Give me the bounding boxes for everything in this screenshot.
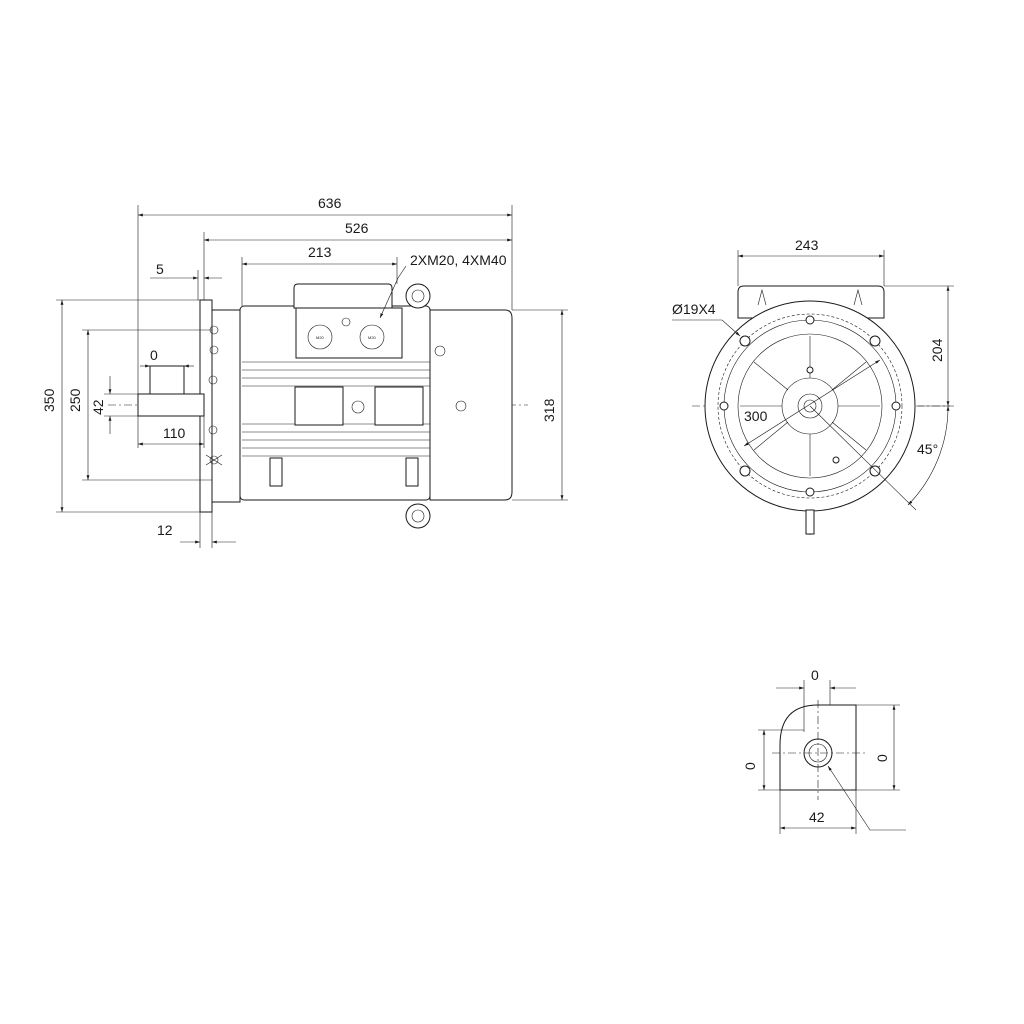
foot-left (269, 457, 283, 487)
lifting-eye-bottom (405, 503, 431, 529)
dim-flange-dia: 350 (41, 388, 57, 412)
dim-front-width: 243 (795, 237, 819, 253)
dim-spigot-dia: 250 (67, 388, 83, 412)
dim-flange-thickness: 12 (157, 522, 173, 538)
dim-angle: 45° (917, 441, 938, 457)
dim-body-length: 526 (345, 220, 369, 236)
dim-shaft-length: 110 (163, 425, 186, 441)
dim-shaft-dia: 42 (90, 399, 106, 415)
dim-right-height: 0 (874, 754, 890, 762)
fan-cover (429, 309, 513, 501)
front-view: 243 Ø19X4 300 45° 204 (672, 237, 954, 535)
dim-shaft-end-dia: 42 (809, 809, 825, 825)
bolt-circle (717, 313, 903, 499)
nameplate-1 (294, 386, 344, 426)
dim-pcd: 300 (744, 408, 768, 424)
flange-hub (211, 309, 241, 503)
flange-bolt-bottom (205, 425, 223, 466)
terminal-screw (341, 317, 351, 327)
nameplate-2 (374, 386, 424, 426)
terminal-tab-left (757, 288, 767, 306)
terminal-tab-right (853, 288, 863, 306)
dim-flange-offset: 5 (156, 261, 164, 277)
fan-cover-bolt (455, 400, 467, 412)
shaft (137, 393, 205, 417)
extension-lines (56, 205, 568, 548)
shaft-key (149, 365, 185, 395)
cable-gland-1 (307, 324, 333, 350)
drain-stud (805, 509, 815, 535)
dim-height: 318 (541, 398, 557, 422)
terminal-box-lid (293, 283, 393, 309)
svg-text:M20: M20 (316, 335, 325, 340)
mount-bolt (434, 345, 446, 357)
dim-terminal-box: 213 (308, 244, 332, 260)
front-dimension-lines (672, 254, 950, 506)
lifting-eye-top (405, 283, 431, 309)
dim-center-height: 204 (929, 338, 945, 362)
dim-key-width: 0 (811, 667, 819, 683)
dim-hole-spec: Ø19X4 (672, 301, 716, 317)
dim-shaft-key: 0 (150, 347, 158, 363)
side-view: M20 M20 (41, 195, 568, 548)
foot-right (405, 457, 419, 487)
shaft-dimension-lines (762, 686, 906, 831)
cable-entries-label: 2XM20, 4XM40 (410, 252, 507, 268)
dimension-lines (60, 213, 564, 544)
fan-circle (737, 333, 883, 479)
dim-left-height: 0 (742, 762, 758, 770)
svg-text:M20: M20 (368, 335, 377, 340)
shaft-end-view: 0 42 0 0 (742, 667, 906, 834)
terminal-box (295, 307, 403, 359)
grease-nipple (351, 400, 365, 414)
dim-overall-length: 636 (318, 195, 342, 211)
cable-gland-2 (359, 324, 385, 350)
